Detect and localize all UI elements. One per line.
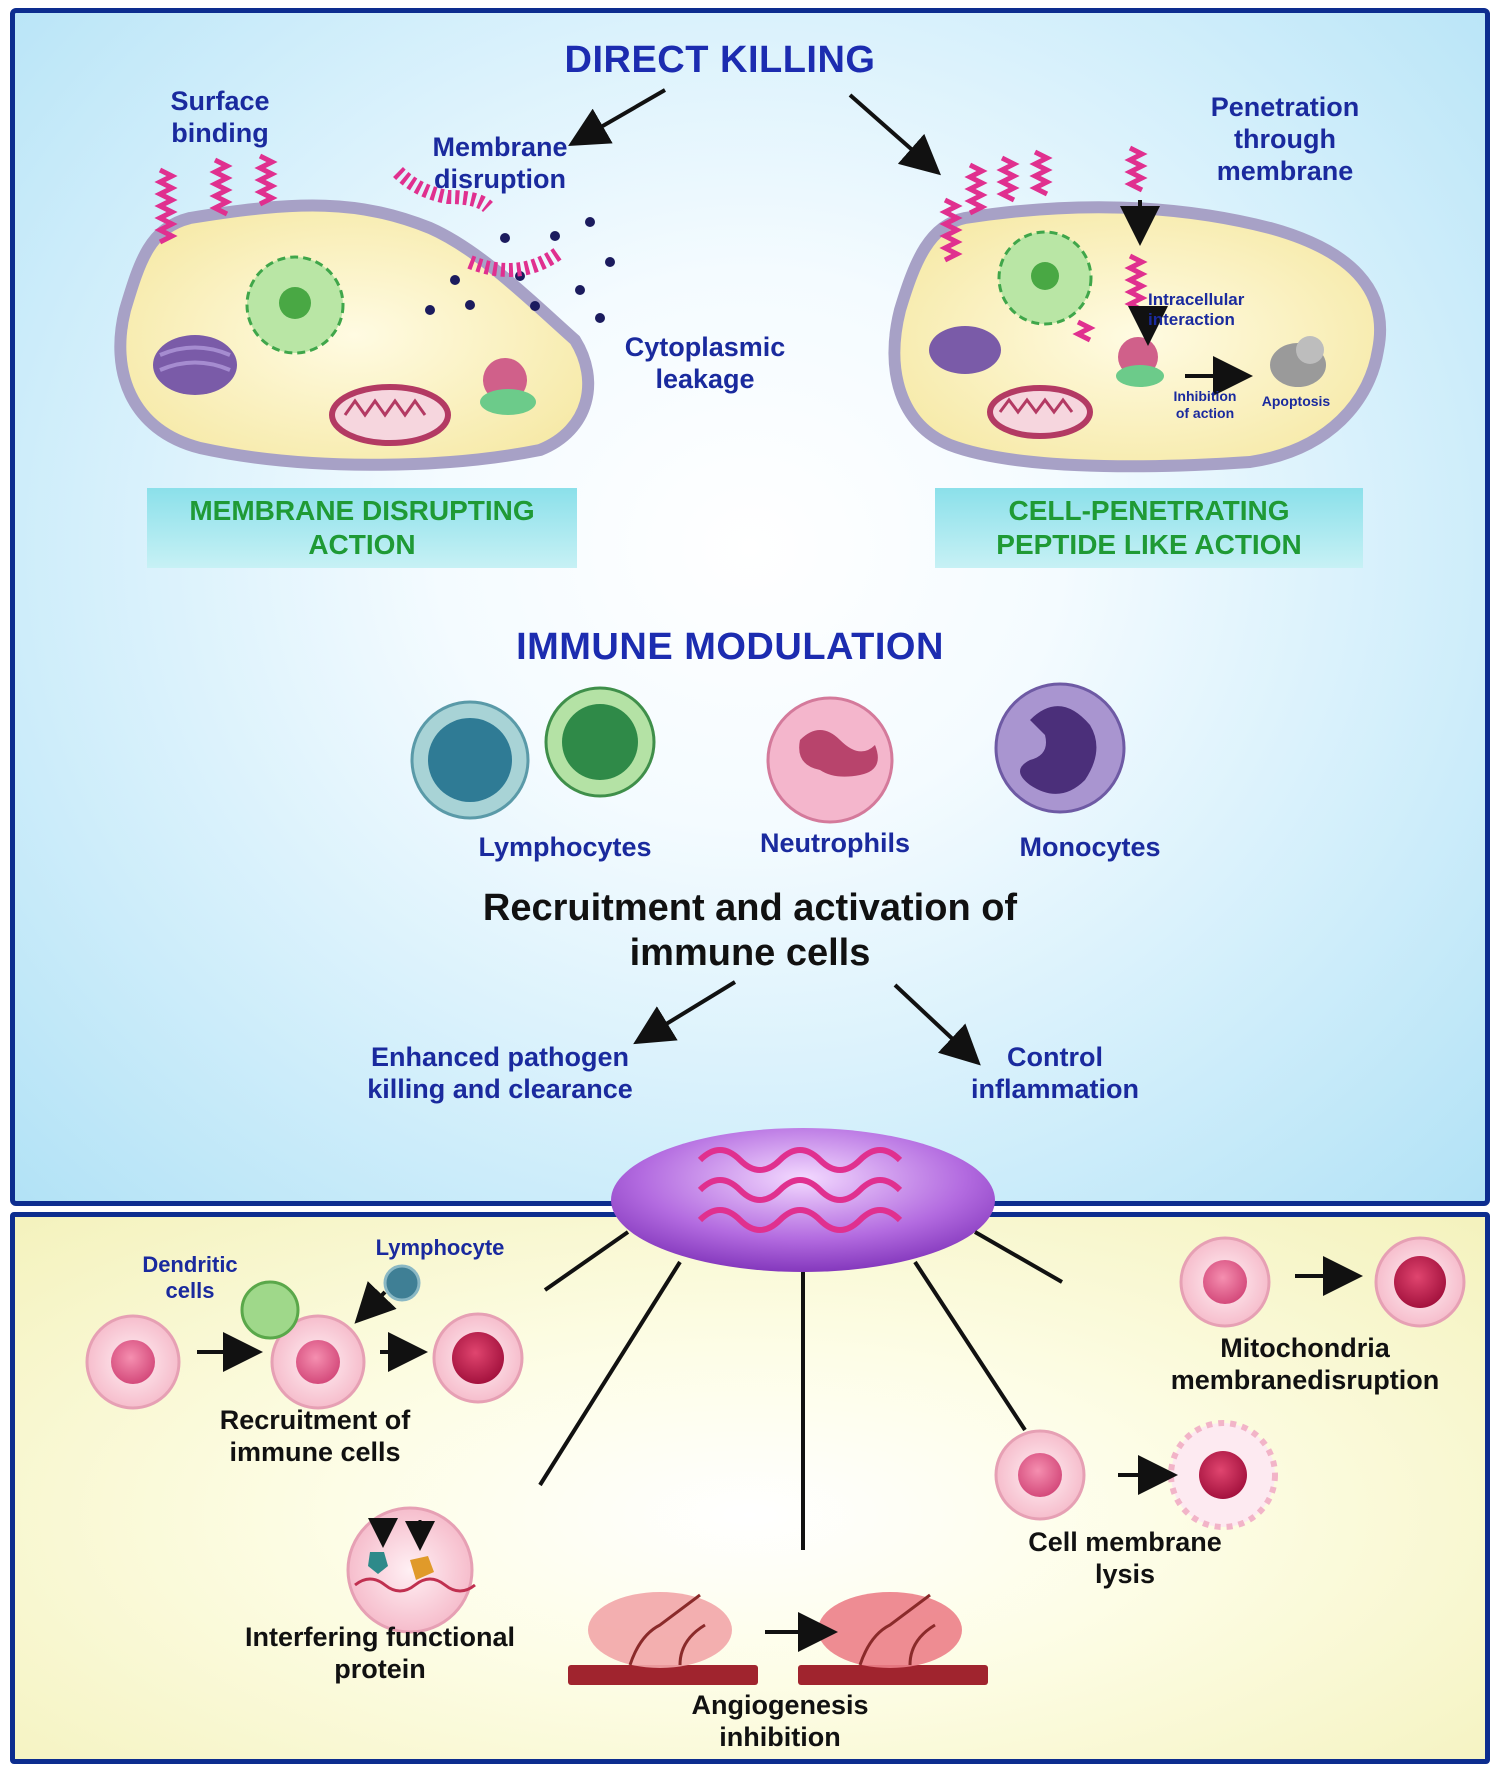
monocytes-label: Monocytes — [1019, 832, 1161, 862]
recruitment-activation-label: Recruitment and activation of immune cel… — [482, 887, 1018, 974]
peptide-helix-center — [697, 1147, 903, 1233]
cell-penetrating-cell — [888, 201, 1387, 473]
direct-killing-title: DIRECT KILLING — [564, 39, 876, 81]
membrane-disrupting-action-box: MEMBRANE DISRUPTING ACTION — [147, 488, 577, 568]
angiogenesis-inhibition-label: Angiogenesis inhibition — [691, 1690, 869, 1752]
peptide-helix-group-left — [154, 153, 565, 277]
inhibition-of-action-label: Inhibition of action — [1173, 388, 1237, 421]
membrane-disrupting-cell — [114, 199, 615, 471]
dendritic-cells-label: Dendritic cells — [142, 1252, 238, 1303]
peptide-helix-group-right — [939, 145, 1148, 343]
peptide-ellipse-icon — [611, 1128, 995, 1272]
angiogenesis-vessels — [568, 1592, 988, 1685]
neutrophils-label: Neutrophils — [759, 828, 910, 858]
membrane-disruption-label: Membrane disruption — [432, 132, 568, 194]
interfering-protein-label: Interfering functional protein — [245, 1622, 515, 1684]
cell-penetrating-action-box: CELL-PENETRATING PEPTIDE LIKE ACTION — [935, 488, 1363, 568]
surface-binding-label: Surface binding — [170, 86, 270, 148]
lymphocyte-icon — [383, 1264, 421, 1302]
neutrophil-cell — [766, 696, 894, 824]
mitochondria-icon — [329, 384, 451, 446]
lymphocytes-label: Lymphocytes — [478, 832, 652, 862]
intracellular-interaction-label: Intracellular interaction — [1148, 290, 1245, 330]
mitochondria-disruption-label: Mitochondria membranedisruption — [1170, 1333, 1440, 1395]
mitochondria-disruption-cells — [1179, 1236, 1466, 1328]
arrow-group-top — [568, 88, 1253, 396]
connector-lines — [538, 1230, 1063, 1550]
lysis-cells — [994, 1420, 1278, 1530]
monocyte-cell — [994, 682, 1126, 814]
dendritic-cell-icon — [240, 1280, 300, 1340]
arrow-group-immune — [633, 980, 981, 1066]
control-inflammation-label: Control inflammation — [970, 1042, 1139, 1104]
arrow-group-recruitment — [197, 1281, 428, 1372]
cell-membrane-lysis-label: Cell membrane lysis — [1028, 1527, 1222, 1589]
interfering-protein-cell — [346, 1506, 476, 1634]
golgi-icon — [153, 335, 237, 395]
lymphocyte-cells — [410, 686, 656, 820]
cytoplasmic-leakage-label: Cytoplasmic leakage — [624, 332, 786, 394]
penetration-label: Penetration through membrane — [1210, 92, 1360, 186]
lymphocyte-label: Lymphocyte — [375, 1235, 505, 1260]
recruitment-cells — [85, 1264, 524, 1410]
immune-modulation-title: IMMUNE MODULATION — [516, 626, 944, 668]
recruitment-immune-label: Recruitment of immune cells — [219, 1405, 411, 1467]
apoptosis-label: Apoptosis — [1261, 393, 1331, 409]
enhanced-killing-label: Enhanced pathogen killing and clearance — [367, 1042, 633, 1104]
